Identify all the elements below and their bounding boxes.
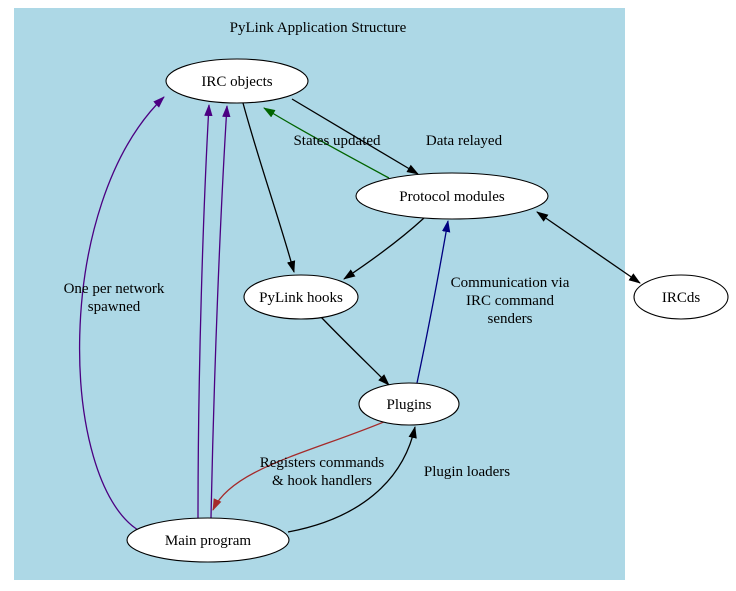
edge-protocol-to-irc bbox=[263, 107, 390, 179]
edge-label-one-per-network-line2: spawned bbox=[88, 299, 141, 315]
edge-main-to-irc-outer bbox=[78, 96, 165, 531]
node-pylink-hooks: PyLink hooks bbox=[243, 274, 359, 320]
edge-label-one-per-network-line1: One per network bbox=[64, 281, 165, 297]
edge-main-to-plugins bbox=[287, 426, 417, 533]
edge-label-registers-line2: & hook handlers bbox=[272, 473, 372, 489]
node-protocol-modules: Protocol modules bbox=[355, 172, 549, 220]
node-irc-objects: IRC objects bbox=[165, 58, 309, 104]
edge-label-communication-line1: Communication via bbox=[451, 275, 570, 291]
edge-label-communication-line2: IRC command bbox=[466, 293, 554, 309]
ircds-label: IRCds bbox=[662, 290, 701, 306]
pylink-hooks-shape bbox=[243, 274, 359, 320]
edge-label-plugin-loaders: Plugin loaders bbox=[424, 464, 510, 480]
pylink-hooks-label: PyLink hooks bbox=[259, 290, 343, 306]
main-program-shape bbox=[126, 517, 290, 563]
edge-plugins-to-main bbox=[212, 420, 387, 511]
edge-main-to-irc-inner2 bbox=[210, 105, 231, 519]
edge-main-to-irc-inner1 bbox=[197, 104, 213, 519]
edge-irc-to-hooks bbox=[242, 102, 296, 273]
edge-irc-to-protocol bbox=[291, 98, 419, 175]
diagram-title: PyLink Application Structure bbox=[230, 20, 407, 36]
edge-protocol-ircds bbox=[536, 211, 641, 284]
protocol-modules-shape bbox=[355, 172, 549, 220]
node-plugins: Plugins bbox=[358, 382, 460, 426]
irc-objects-shape bbox=[165, 58, 309, 104]
node-main-program: Main program bbox=[126, 517, 290, 563]
edge-plugins-to-protocol bbox=[416, 220, 451, 384]
plugins-shape bbox=[358, 382, 460, 426]
edge-label-communication-line3: senders bbox=[488, 311, 533, 327]
edge-label-data-relayed: Data relayed bbox=[426, 133, 503, 149]
edge-protocol-to-hooks bbox=[343, 217, 425, 280]
edge-label-states-updated: States updated bbox=[293, 133, 381, 149]
main-program-label: Main program bbox=[165, 533, 252, 549]
edge-label-registers-line1: Registers commands bbox=[260, 455, 385, 471]
plugins-label: Plugins bbox=[386, 397, 431, 413]
ircds-shape bbox=[633, 274, 729, 320]
edge-hooks-to-plugins bbox=[320, 316, 390, 386]
node-ircds: IRCds bbox=[633, 274, 729, 320]
protocol-modules-label: Protocol modules bbox=[399, 189, 505, 205]
irc-objects-label: IRC objects bbox=[201, 74, 272, 90]
